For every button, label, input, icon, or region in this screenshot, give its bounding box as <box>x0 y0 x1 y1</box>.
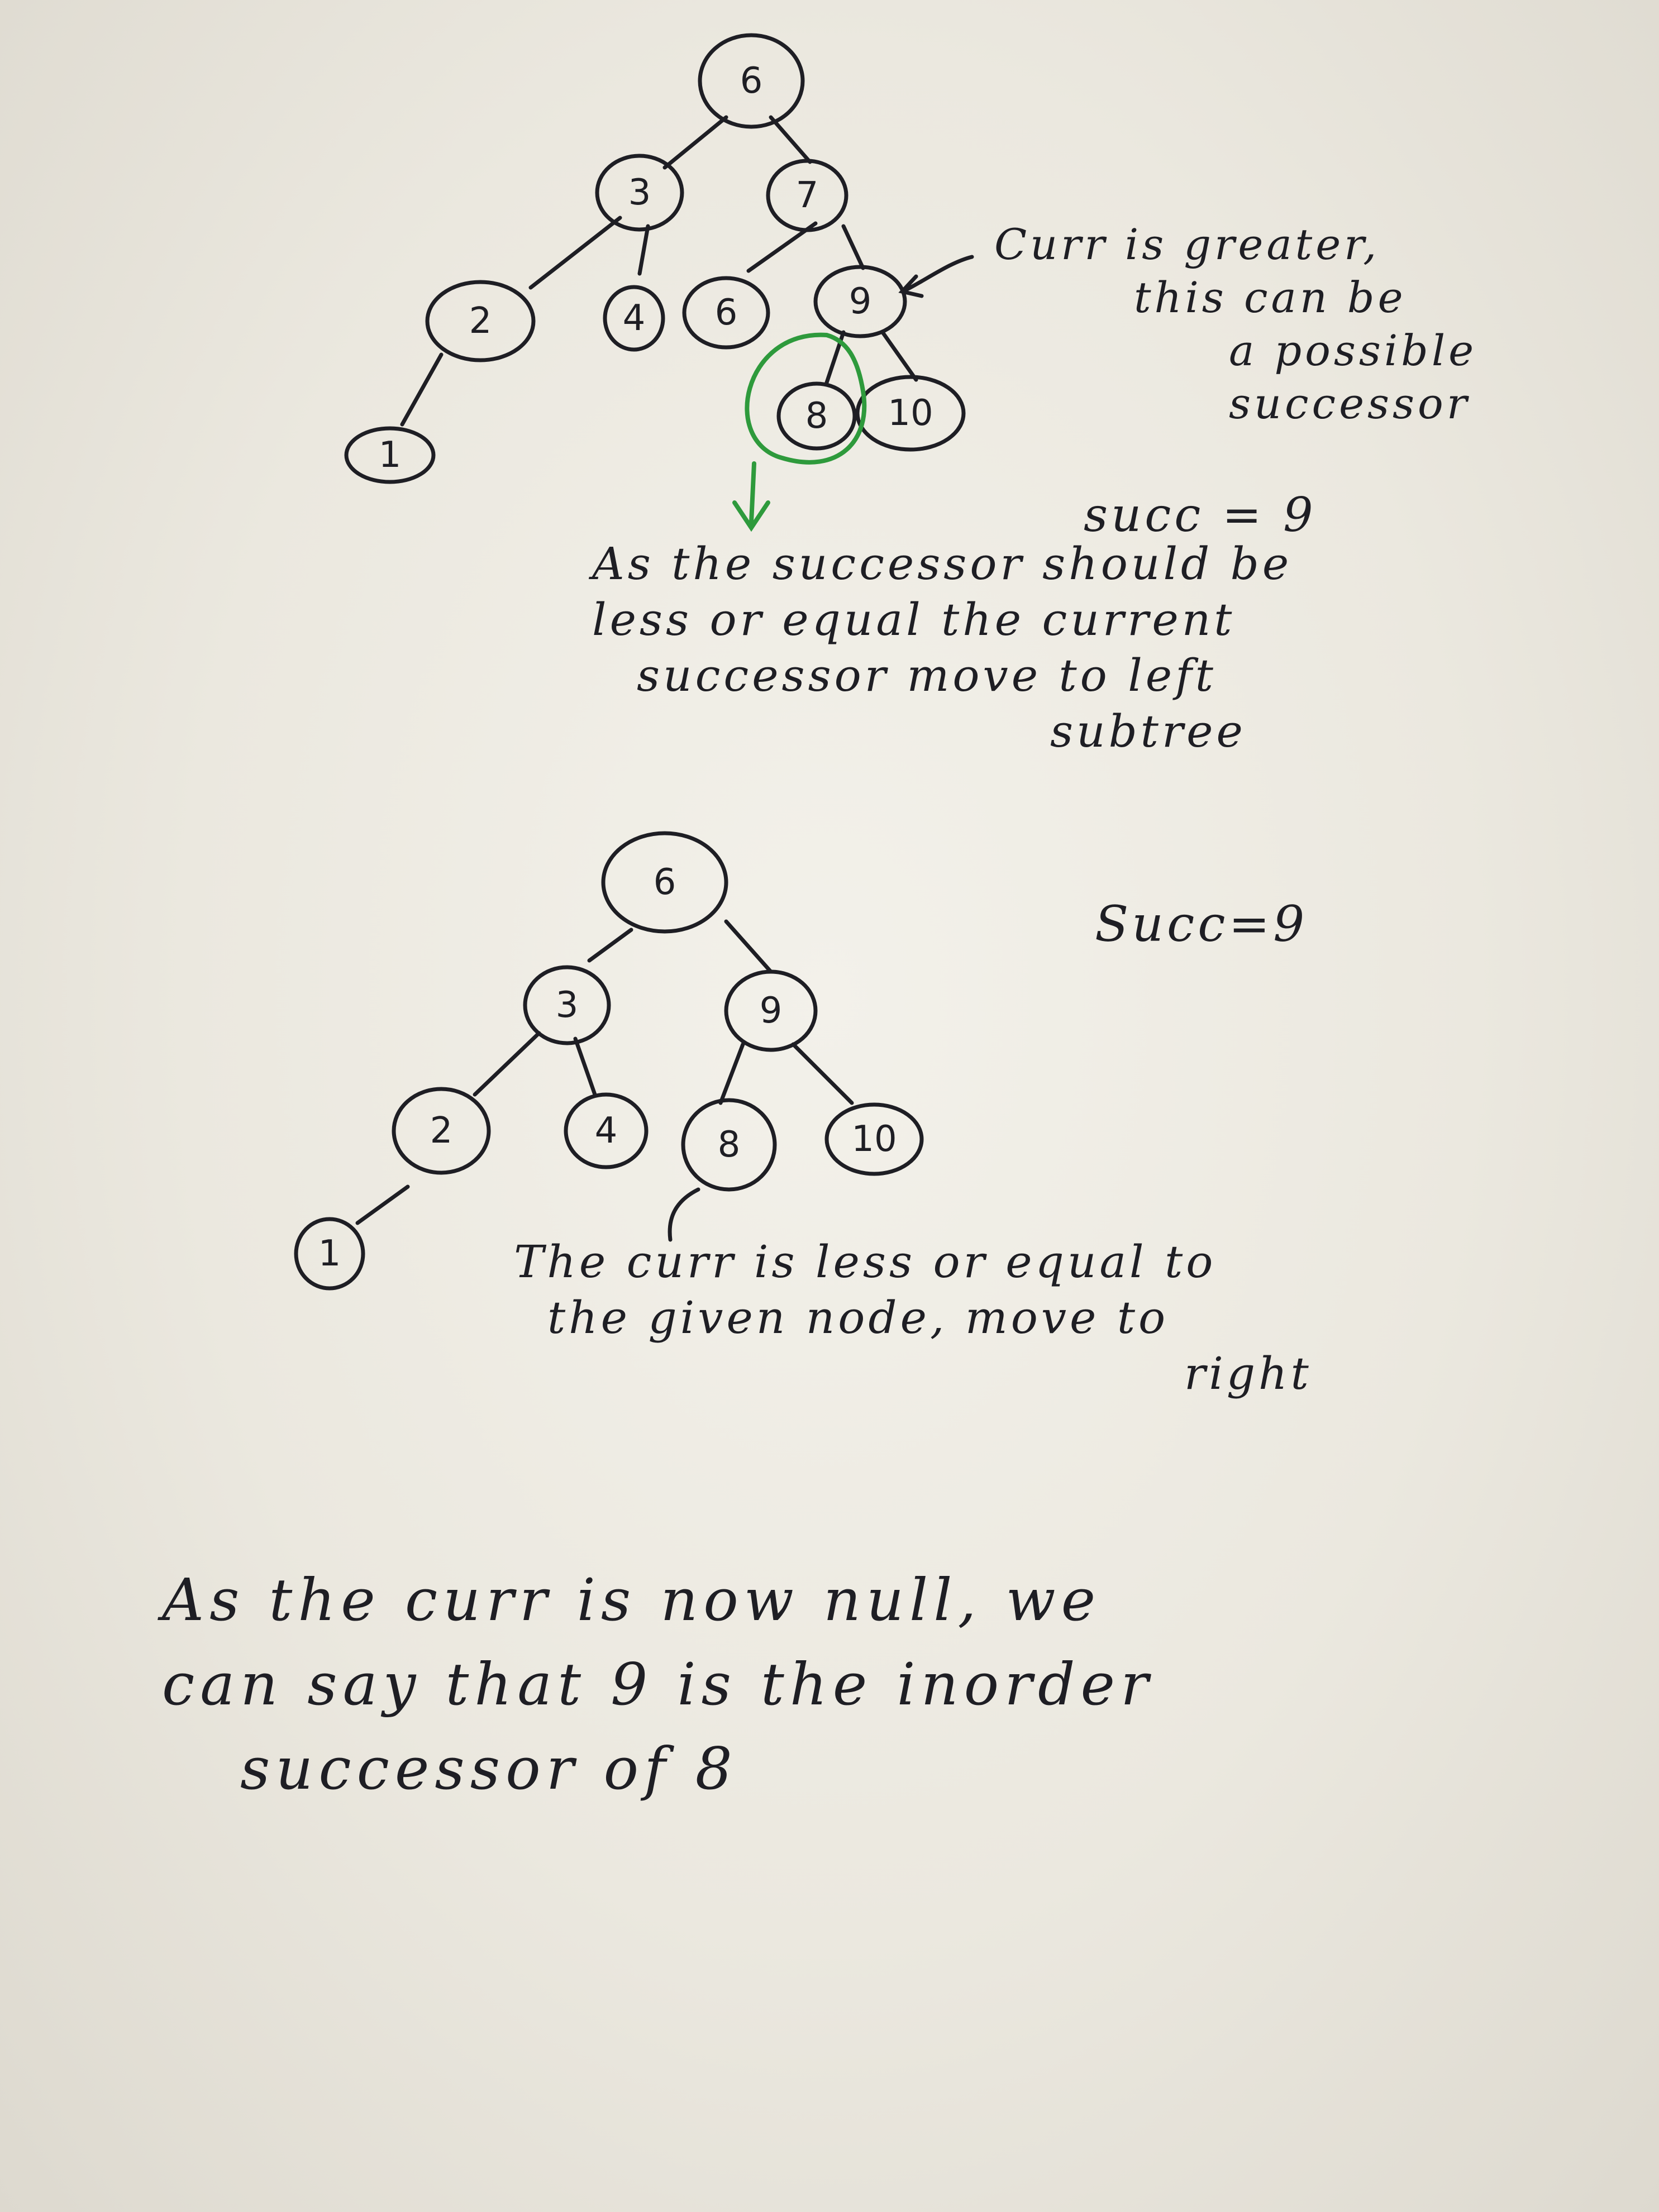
pointer-from-node-8 <box>668 1187 700 1242</box>
svg-text:8: 8 <box>718 1124 741 1165</box>
tree1-nodes: 6 3 7 2 4 6 9 1 8 10 <box>344 33 966 484</box>
note-move-left: As the successor should be less or equal… <box>592 536 1292 759</box>
svg-text:1: 1 <box>318 1233 341 1274</box>
note-succ-2: Succ=9 <box>1095 895 1308 953</box>
tree1-node-9: 9 <box>813 265 907 338</box>
note-line: the given node, move to <box>547 1292 1169 1344</box>
tree1-node-10: 10 <box>855 375 966 452</box>
edge2-2-1 <box>355 1184 410 1225</box>
edge-6-3 <box>662 115 728 170</box>
svg-text:4: 4 <box>623 298 646 339</box>
tree2-node-9: 9 <box>724 969 818 1052</box>
note-line: can say that 9 is the inorder <box>162 1650 1154 1718</box>
tree2-node-1: 1 <box>294 1217 365 1291</box>
svg-text:3: 3 <box>628 172 651 213</box>
note-line: The curr is less or equal to <box>514 1236 1217 1288</box>
tree1-node-8: 8 <box>776 381 857 451</box>
edge2-3-2 <box>473 1031 541 1097</box>
note-line: successor of 8 <box>240 1734 738 1803</box>
svg-text:8: 8 <box>805 395 828 437</box>
note-move-right: The curr is less or equal to the given n… <box>514 1234 1312 1402</box>
edge-3-4 <box>637 224 650 276</box>
edge-6-7 <box>769 115 812 164</box>
tree2-edges <box>355 919 854 1225</box>
svg-text:9: 9 <box>760 990 783 1031</box>
svg-text:7: 7 <box>796 175 819 216</box>
edge-7-9 <box>841 224 865 270</box>
svg-text:9: 9 <box>849 281 872 322</box>
svg-text:6: 6 <box>740 60 763 102</box>
edge-3-2 <box>528 216 622 290</box>
note-curr-greater: Curr is greater, this can be a possible … <box>994 218 1477 430</box>
tree2-nodes: 6 3 9 2 4 8 10 1 <box>294 831 924 1291</box>
svg-text:10: 10 <box>851 1119 897 1160</box>
tree1-node-2: 2 <box>425 280 536 362</box>
svg-text:1: 1 <box>379 434 402 476</box>
left-subtree-highlight <box>732 332 867 532</box>
note-line: As the successor should be <box>592 538 1293 590</box>
pointer-to-node-9 <box>898 255 974 298</box>
tree1-node-3: 3 <box>595 154 684 232</box>
tree2-node-3: 3 <box>523 965 611 1045</box>
note-line: right <box>1184 1348 1312 1399</box>
edge2-3-4 <box>573 1036 597 1097</box>
svg-text:10: 10 <box>888 393 933 434</box>
tree1-node-7: 7 <box>766 159 848 232</box>
tree1-node-4: 4 <box>603 285 665 352</box>
tree2-node-2: 2 <box>392 1087 491 1175</box>
edge2-6-3 <box>587 928 633 963</box>
svg-text:3: 3 <box>556 985 579 1026</box>
svg-text:6: 6 <box>654 862 676 903</box>
svg-text:2: 2 <box>469 300 492 342</box>
tree2-node-4: 4 <box>564 1092 649 1169</box>
tree2-node-8: 8 <box>681 1098 777 1192</box>
svg-text:4: 4 <box>595 1110 618 1152</box>
note-line: successor <box>1229 379 1471 428</box>
svg-text:2: 2 <box>430 1110 453 1152</box>
tree1-node-1: 1 <box>344 426 436 484</box>
edge-2-1 <box>400 352 444 427</box>
edge2-9-8 <box>718 1042 745 1105</box>
tree1-node-6: 6 <box>698 33 805 129</box>
note-line: a possible <box>1229 326 1477 375</box>
edge2-6-9 <box>724 919 773 974</box>
note-conclusion: As the curr is now null, we can say that… <box>162 1558 1154 1810</box>
note-succ-1: succ = 9 <box>1084 488 1317 542</box>
note-line: As the curr is now null, we <box>162 1566 1102 1634</box>
note-line: this can be <box>1134 273 1407 322</box>
note-line: successor move to left <box>637 649 1217 701</box>
edge2-9-10 <box>791 1042 854 1105</box>
note-line: subtree <box>1050 705 1246 757</box>
note-line: less or equal the current <box>592 594 1236 646</box>
tree1-node-6b: 6 <box>682 276 770 350</box>
tree2-node-6: 6 <box>601 831 728 934</box>
tree2-node-10: 10 <box>824 1102 924 1176</box>
note-line: Curr is greater, <box>994 219 1380 269</box>
svg-text:6: 6 <box>715 292 738 333</box>
edge-9-10 <box>880 330 918 382</box>
